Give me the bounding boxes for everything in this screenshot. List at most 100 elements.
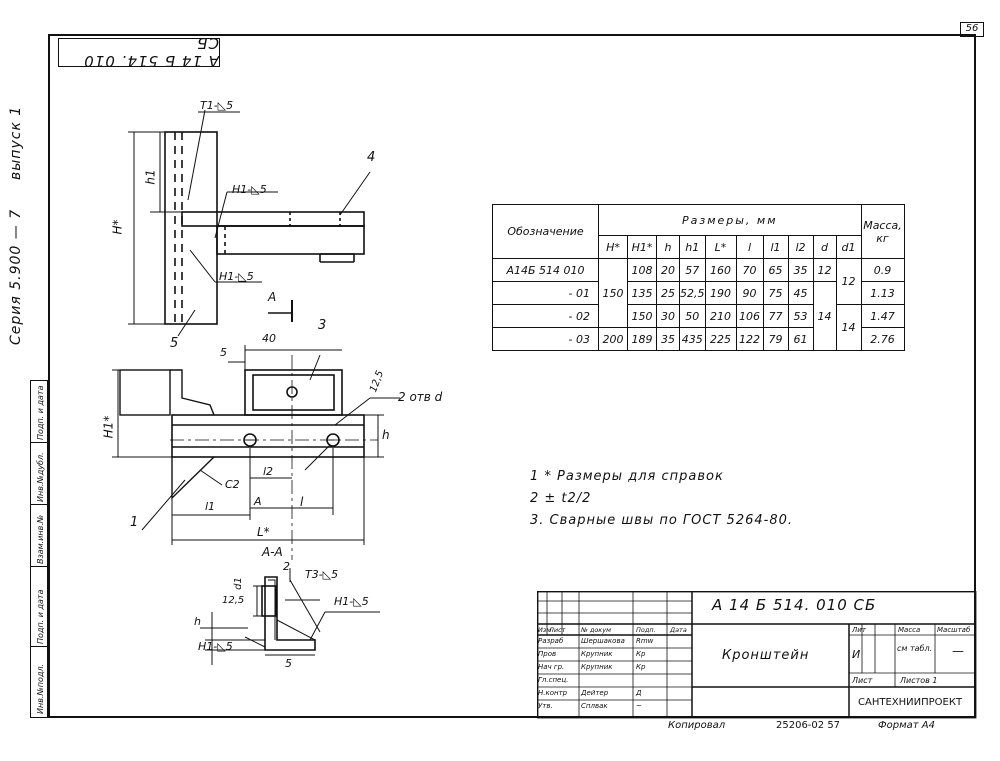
chamfer-label: С2 <box>225 478 240 491</box>
mass-value: см табл. <box>897 644 933 653</box>
header-dimensions: Размеры, мм <box>598 204 862 236</box>
col-header: h1 <box>679 235 706 259</box>
scale-value: — <box>952 644 964 658</box>
person: Шершакова <box>581 637 625 645</box>
callout-4: 4 <box>367 150 376 165</box>
angle-front-view <box>171 414 365 458</box>
scale-header: Масштаб <box>937 626 971 634</box>
dim-l-star: L* <box>257 525 270 539</box>
section-mark-a: A <box>268 290 277 304</box>
section-title: A-A <box>262 545 283 559</box>
hdr-date: Дата <box>670 626 687 634</box>
weld-label-h1-top: Н1-◺5 <box>232 183 267 196</box>
weld-label-t1: Т1-◺5 <box>200 99 234 112</box>
vertical-plate-outline <box>164 131 218 325</box>
col-header: H1* <box>627 235 657 259</box>
header-mass: Масса, кг <box>860 204 905 259</box>
section-angle <box>264 576 316 651</box>
role: Утв. <box>538 702 553 710</box>
table-row: - 01 135 25 52,5 190 90 75 45 14 1.13 <box>492 281 905 351</box>
mass-header: Масса <box>898 626 921 634</box>
role: Разраб <box>538 637 564 645</box>
dim-5-section: 5 <box>285 657 292 670</box>
side-cell: Подп. и дата <box>31 567 47 647</box>
signature: Д <box>636 689 642 697</box>
col-header: H* <box>598 235 628 259</box>
col-header: l1 <box>762 235 789 259</box>
weld-label-h1-section: Н1-◺5 <box>334 595 369 608</box>
side-cell: Взам.инв.№ <box>31 505 47 567</box>
signature: Rmw <box>636 637 654 645</box>
table-row: - 03 200 189 35 435 225 122 79 61 2.76 <box>492 327 905 351</box>
title-designation: А 14 Б 514. 010 СБ <box>712 596 877 614</box>
callout-5: 5 <box>170 336 179 351</box>
signature: Кр <box>636 650 646 658</box>
side-cell: Подп. и дата <box>31 381 47 443</box>
role: Гл.спец. <box>538 676 569 684</box>
weld-label-h1-mid: Н1-◺5 <box>219 270 254 283</box>
holes-label: 2 отв d <box>398 390 443 404</box>
dim-40: 40 <box>262 332 276 345</box>
role: Пров <box>538 650 557 658</box>
callout-3: 3 <box>318 318 327 333</box>
dim-h-star: H* <box>110 219 125 235</box>
title-block-grid <box>537 591 977 719</box>
weld-label-h1-left: Н1-◺5 <box>198 640 233 653</box>
hdr-doc: № докум <box>581 626 611 634</box>
person: Крупник <box>581 650 613 658</box>
table-row: А14Б 514 010 150 108 20 57 160 70 65 35 … <box>492 258 905 328</box>
dimensions-table: Обозначение Размеры, мм Масса, кг H* H1*… <box>492 204 905 351</box>
dim-h1: h1 <box>143 169 158 185</box>
role: Нач гр. <box>538 663 565 671</box>
callout-2: 2 <box>283 560 290 573</box>
footer-code: 25206-02 57 <box>776 720 841 731</box>
page-number: 56 <box>960 22 984 37</box>
note-2: 2 ± t2/2 <box>530 491 592 506</box>
dim-h1-star: H1* <box>101 415 116 439</box>
footer-copied: Копировал <box>668 720 726 731</box>
drawing-notes: 1 * Размеры для справок 2 ± t2/2 3. Свар… <box>530 466 793 532</box>
callout-1: 1 <box>130 515 139 530</box>
dim-d1: d1 <box>232 577 244 590</box>
col-header: h <box>656 235 680 259</box>
dim-5-front: 5 <box>220 346 227 359</box>
weld-label-t3: Т3-◺5 <box>305 568 339 581</box>
col-header: L* <box>704 235 737 259</box>
dim-h-front: h <box>382 428 390 442</box>
role: Н.контр <box>538 689 568 697</box>
signature: ~ <box>636 702 642 710</box>
angle-web <box>216 225 365 255</box>
header-designation: Обозначение <box>492 204 599 259</box>
angle-flange <box>181 211 365 227</box>
dim-12-5-section: 12,5 <box>222 595 245 606</box>
title-organization: САНТЕХНИИПРОЕКТ <box>858 697 963 708</box>
side-approval-table: Подп. и дата Инв.№дубл. Взам.инв.№ Подп.… <box>30 380 48 718</box>
col-header: l2 <box>787 235 814 259</box>
hdr-izm: Изм <box>538 626 552 634</box>
hdr-list: Лист <box>549 626 566 634</box>
lit-value: И <box>852 648 861 661</box>
person: Сплвак <box>581 702 608 710</box>
drawing-frame <box>48 34 976 718</box>
dim-l: l <box>300 495 304 509</box>
note-1: 1 * Размеры для справок <box>530 469 724 484</box>
footer-format: Формат А4 <box>878 720 935 731</box>
lit-header: Лит <box>852 626 866 634</box>
person: Крупник <box>581 663 613 671</box>
hdr-sign: Подп. <box>636 626 656 634</box>
clamp-front-view <box>244 369 343 416</box>
dim-l1: l1 <box>205 500 216 513</box>
col-header: l <box>735 235 764 259</box>
side-cell: Инв.№дубл. <box>31 443 47 505</box>
note-3: 3. Сварные швы по ГОСТ 5264-80. <box>530 513 794 528</box>
signature: Кр <box>636 663 646 671</box>
dim-l2: l2 <box>263 465 274 478</box>
person: Дейтер <box>581 689 609 697</box>
title-name: Кронштейн <box>722 648 810 663</box>
col-header: d <box>812 235 837 259</box>
dim-a: A <box>254 495 262 508</box>
dim-h-section: h <box>194 615 201 628</box>
sheets-label: Листов 1 <box>900 676 938 685</box>
sheet-label: Лист <box>852 676 873 685</box>
